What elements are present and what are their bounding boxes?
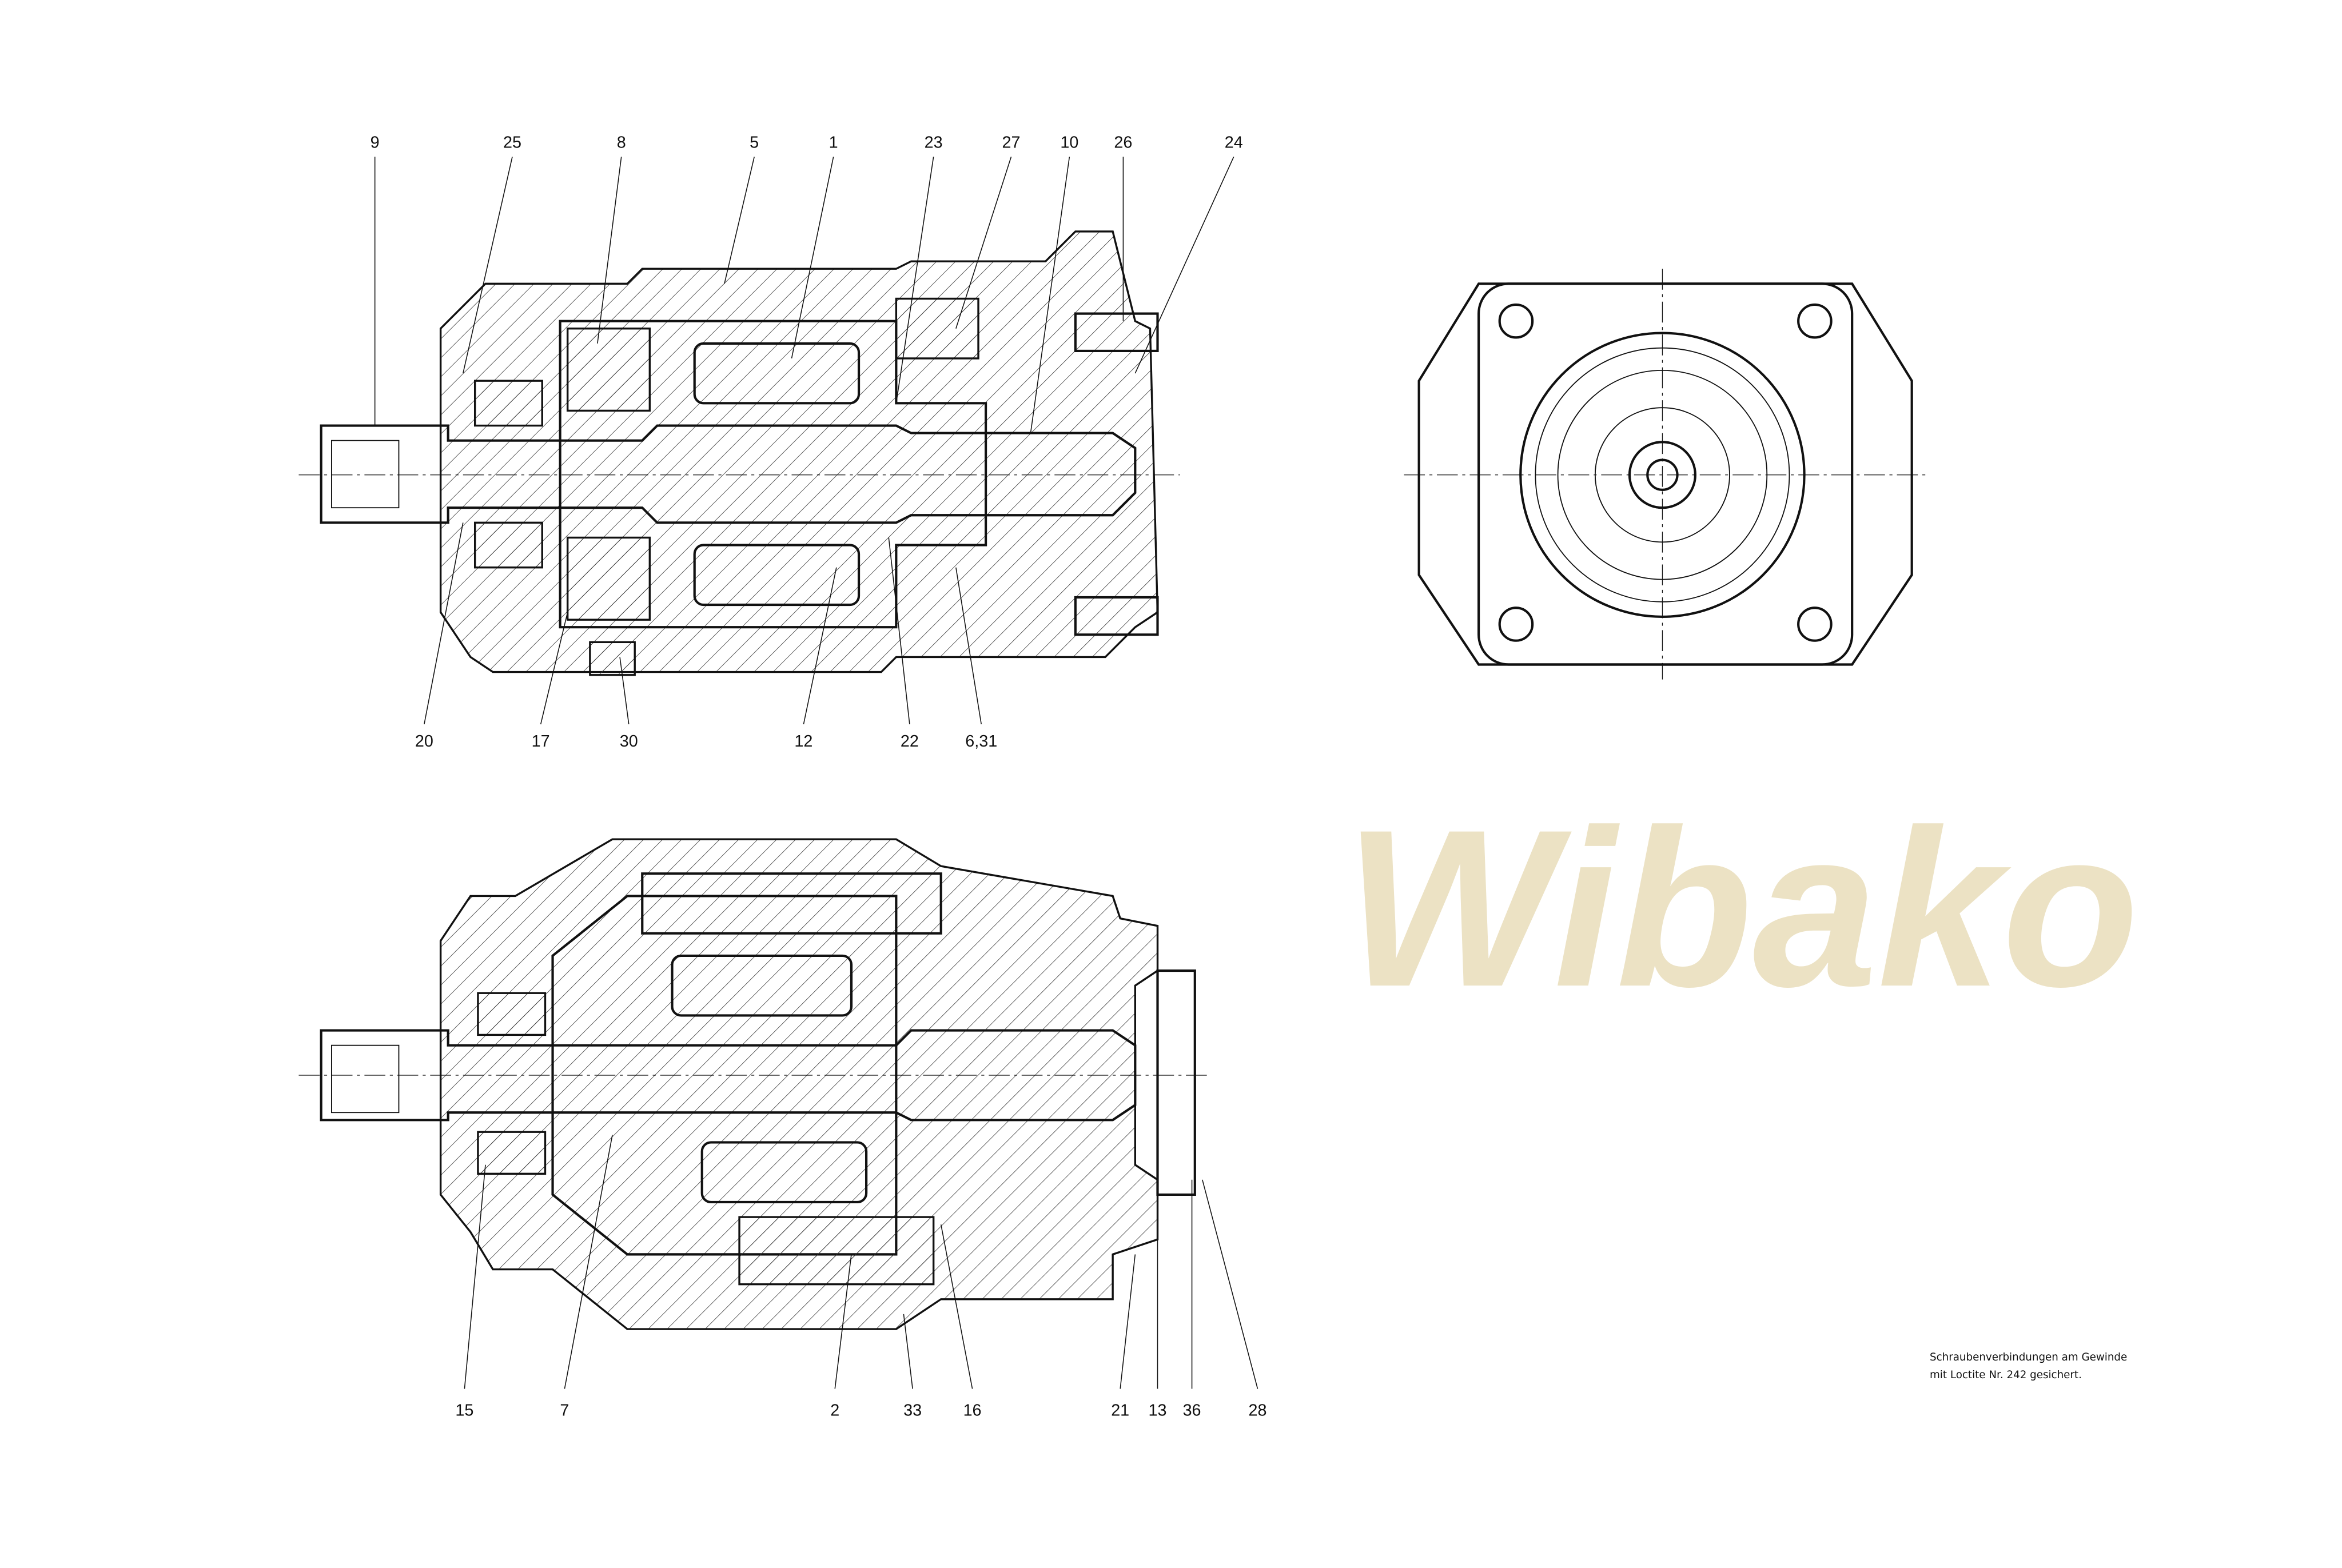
part-label: 1 — [829, 134, 838, 152]
watermark: Wibako — [1344, 783, 2139, 1034]
part-label: 2 — [830, 1402, 839, 1420]
part-label: 8 — [617, 134, 626, 152]
loctite-note: Schraubenverbindungen am Gewinde mit Loc… — [1930, 1351, 2127, 1381]
note-line-1: Schraubenverbindungen am Gewinde — [1930, 1351, 2127, 1363]
bottom-part-labels: 15 7 2 33 16 21 13 36 28 — [455, 1402, 1266, 1420]
note-line-2: mit Loctite Nr. 242 gesichert. — [1930, 1369, 2082, 1381]
leader-lines — [374, 156, 1258, 1389]
part-label: 13 — [1149, 1402, 1167, 1420]
part-label: 21 — [1111, 1402, 1129, 1420]
part-label: 6,31 — [965, 732, 997, 751]
part-label: 22 — [901, 732, 919, 751]
part-label: 7 — [560, 1402, 569, 1420]
part-label: 25 — [503, 134, 521, 152]
end-view — [1404, 269, 1927, 680]
top-part-labels: 9 25 8 5 1 23 27 10 26 24 20 17 30 12 22… — [371, 134, 1243, 751]
part-label: 26 — [1114, 134, 1132, 152]
top-section-view — [298, 230, 1180, 676]
part-label: 30 — [620, 732, 638, 751]
part-label: 16 — [963, 1402, 982, 1420]
part-label: 10 — [1060, 134, 1078, 152]
part-label: 28 — [1249, 1402, 1267, 1420]
part-label: 23 — [925, 134, 943, 152]
part-label: 12 — [794, 732, 812, 751]
part-label: 17 — [532, 732, 550, 751]
part-label: 36 — [1183, 1402, 1201, 1420]
part-label: 20 — [415, 732, 433, 751]
bottom-section-view — [298, 838, 1210, 1330]
part-label: 9 — [371, 134, 380, 152]
part-label: 15 — [455, 1402, 473, 1420]
part-label: 27 — [1002, 134, 1021, 152]
part-label: 5 — [750, 134, 759, 152]
part-label: 33 — [903, 1402, 922, 1420]
part-label: 24 — [1225, 134, 1243, 152]
